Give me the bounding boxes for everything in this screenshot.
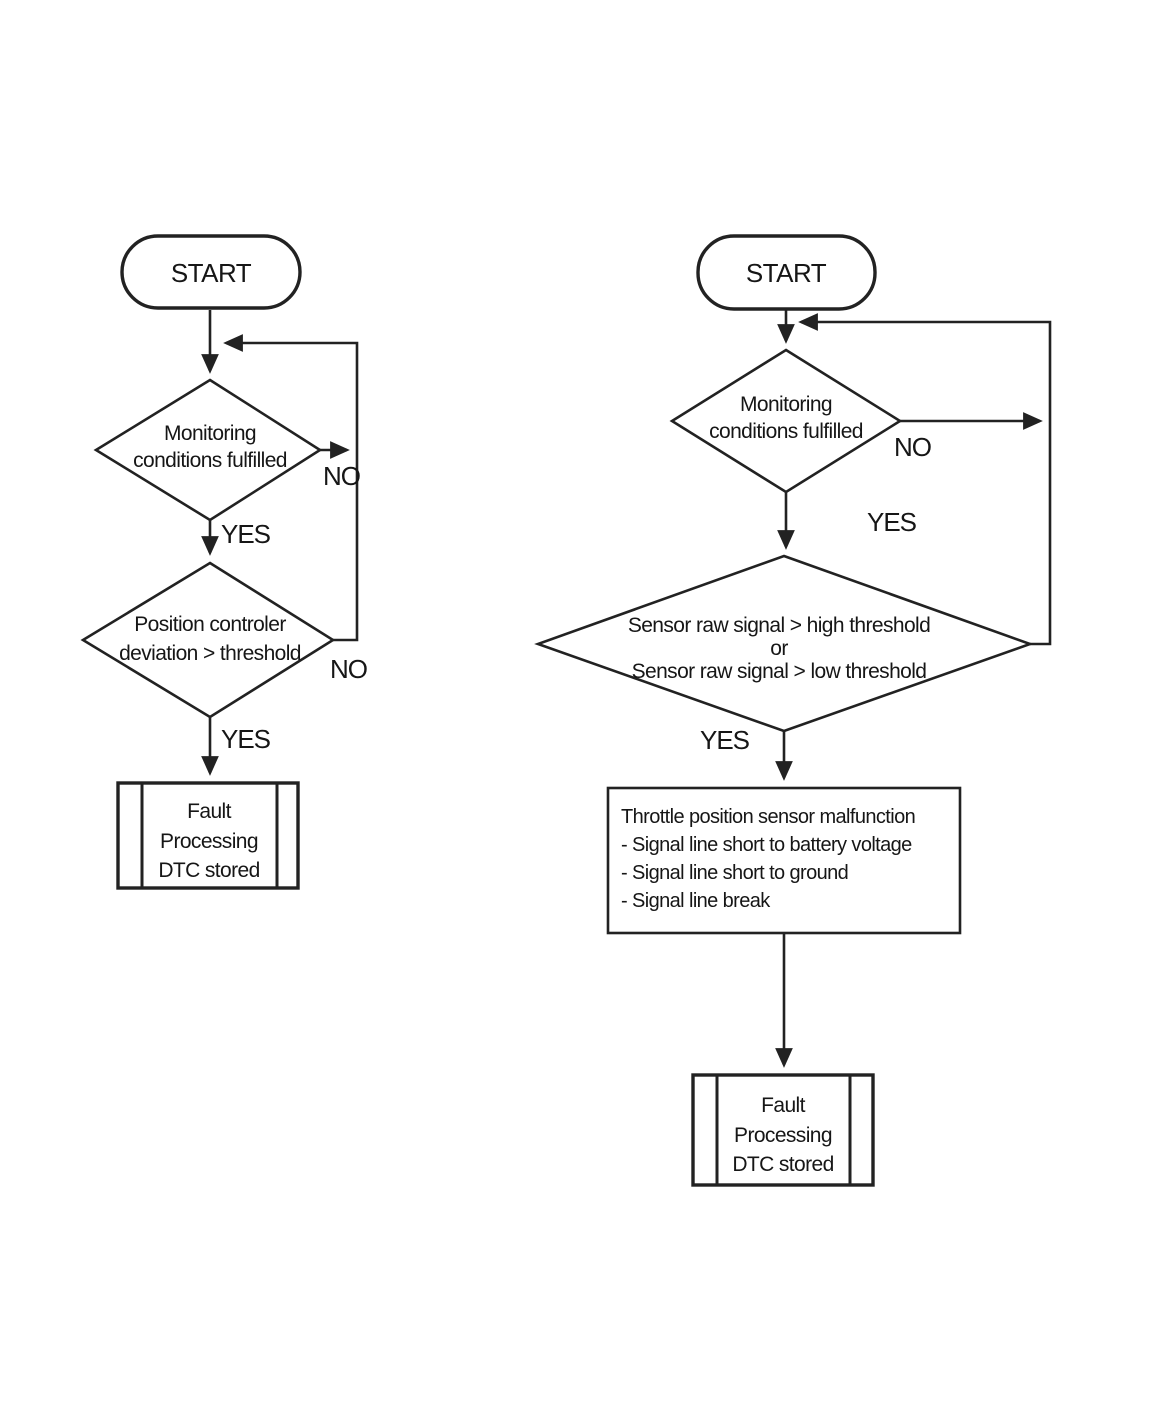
decision-monitoring-conditions (93, 378, 323, 522)
malfunction-line1: Throttle position sensor malfunction (621, 806, 915, 828)
decision-monitoring-line1: Monitoring (164, 422, 256, 445)
label-yes: YES (867, 507, 917, 537)
decision-monitoring-conditions (669, 348, 903, 494)
label-yes: YES (221, 724, 271, 754)
decision-position-deviation (80, 561, 336, 719)
decision-sensor-thresholds (534, 554, 1034, 733)
process-fault-processing (691, 1073, 875, 1187)
decision-monitoring-line2: conditions fulfilled (709, 420, 863, 443)
fault-line1: Fault (761, 1094, 805, 1117)
start-terminator (120, 234, 302, 310)
decision-sensor-line1: Sensor raw signal > high threshold (628, 614, 930, 637)
right-flowchart: START Monitoring conditions fulfilled NO… (534, 234, 1052, 1187)
fault-line2: Processing (160, 830, 258, 853)
label-yes: YES (221, 519, 271, 549)
fault-line2: Processing (734, 1124, 832, 1147)
start-terminator (696, 234, 877, 311)
decision-monitoring-line2: conditions fulfilled (133, 449, 287, 472)
malfunction-line4: - Signal line break (621, 890, 771, 912)
fault-line1: Fault (187, 800, 231, 823)
label-no: NO (323, 461, 360, 491)
label-no: NO (330, 654, 367, 684)
connector-no-loopback (798, 313, 1052, 646)
start-label: START (171, 258, 252, 288)
decision-deviation-line1: Position controler (134, 613, 286, 636)
decision-sensor-line3: Sensor raw signal > low threshold (632, 660, 927, 683)
decision-monitoring-line1: Monitoring (740, 393, 832, 416)
left-flowchart: START Monitoring conditions fulfilled NO… (80, 234, 368, 890)
fault-line3: DTC stored (732, 1153, 833, 1176)
process-sensor-malfunction (606, 786, 962, 935)
fault-line3: DTC stored (158, 859, 259, 882)
label-no: NO (894, 432, 931, 462)
connector-no-loopback (223, 334, 359, 642)
malfunction-line3: - Signal line short to ground (621, 862, 848, 884)
decision-deviation-line2: deviation > threshold (119, 642, 301, 665)
malfunction-line2: - Signal line short to battery voltage (621, 834, 912, 856)
process-fault-processing (116, 781, 300, 890)
start-label: START (746, 258, 827, 288)
decision-sensor-line2: or (770, 637, 788, 660)
label-yes: YES (700, 725, 750, 755)
